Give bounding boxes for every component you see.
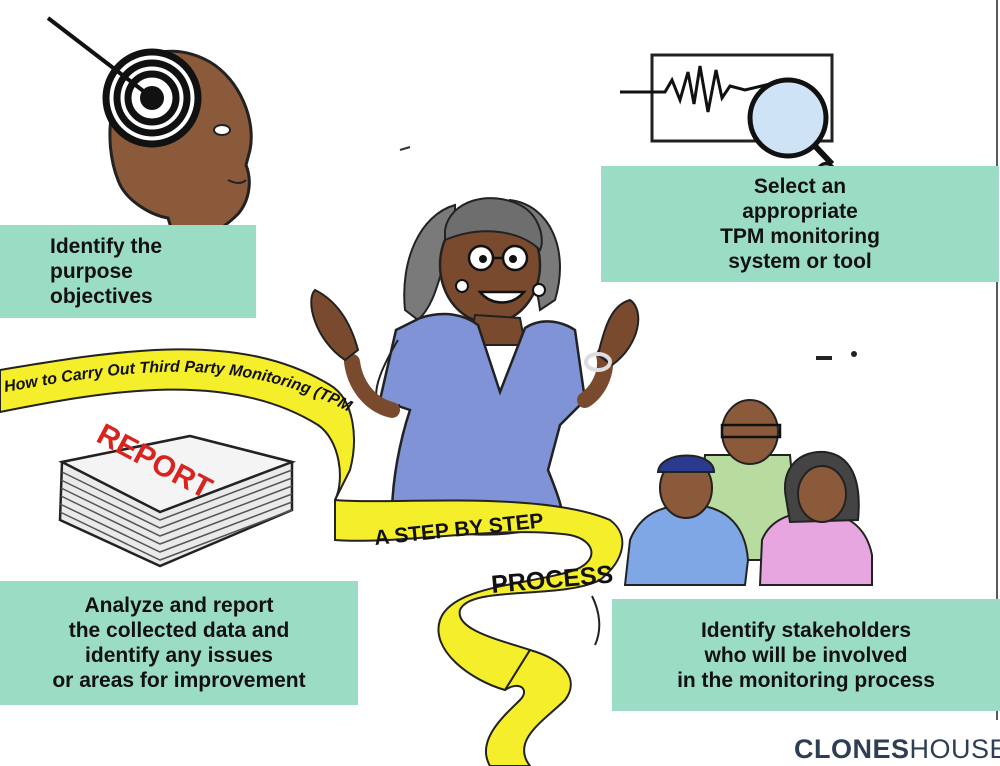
step-text-line: purpose [50, 260, 133, 283]
step-text-line: objectives [50, 285, 153, 308]
woman-illustration [310, 197, 640, 536]
step-text-line: or areas for improvement [52, 669, 306, 692]
step-text-line: Analyze and report [84, 594, 274, 617]
step-analyze-report: Analyze and report the collected data an… [0, 581, 358, 705]
step-text-line: Identify the [50, 235, 163, 258]
step-identify-purpose: Identify the purpose objectives [0, 225, 256, 318]
step-text-line: the collected data and [68, 619, 290, 642]
stakeholders-illustration [623, 399, 873, 586]
step-select-tool: Select an appropriate TPM monitoring sys… [601, 166, 999, 282]
step-text-line: TPM monitoring [720, 225, 880, 248]
step-text-line: Select an [753, 175, 847, 198]
brand-bold: CLONES [794, 734, 910, 764]
ribbon-process-text: PROCESS [490, 560, 614, 599]
report-stack-icon: REPORT [58, 418, 297, 568]
step-text-line: system or tool [728, 250, 872, 273]
target-icon [46, 16, 253, 242]
step-text-line: appropriate [742, 200, 858, 223]
brand-logo: CLONESHOUSE [794, 734, 1000, 765]
step-text-line: Identify stakeholders [700, 618, 912, 642]
step-text-line: in the monitoring process [677, 668, 935, 692]
step-identify-stakeholders: Identify stakeholders who will be involv… [612, 599, 1000, 711]
step-text-line: identify any issues [85, 644, 273, 667]
brand-light: HOUSE [909, 734, 1000, 764]
step-text-line: who will be involved [704, 643, 908, 667]
